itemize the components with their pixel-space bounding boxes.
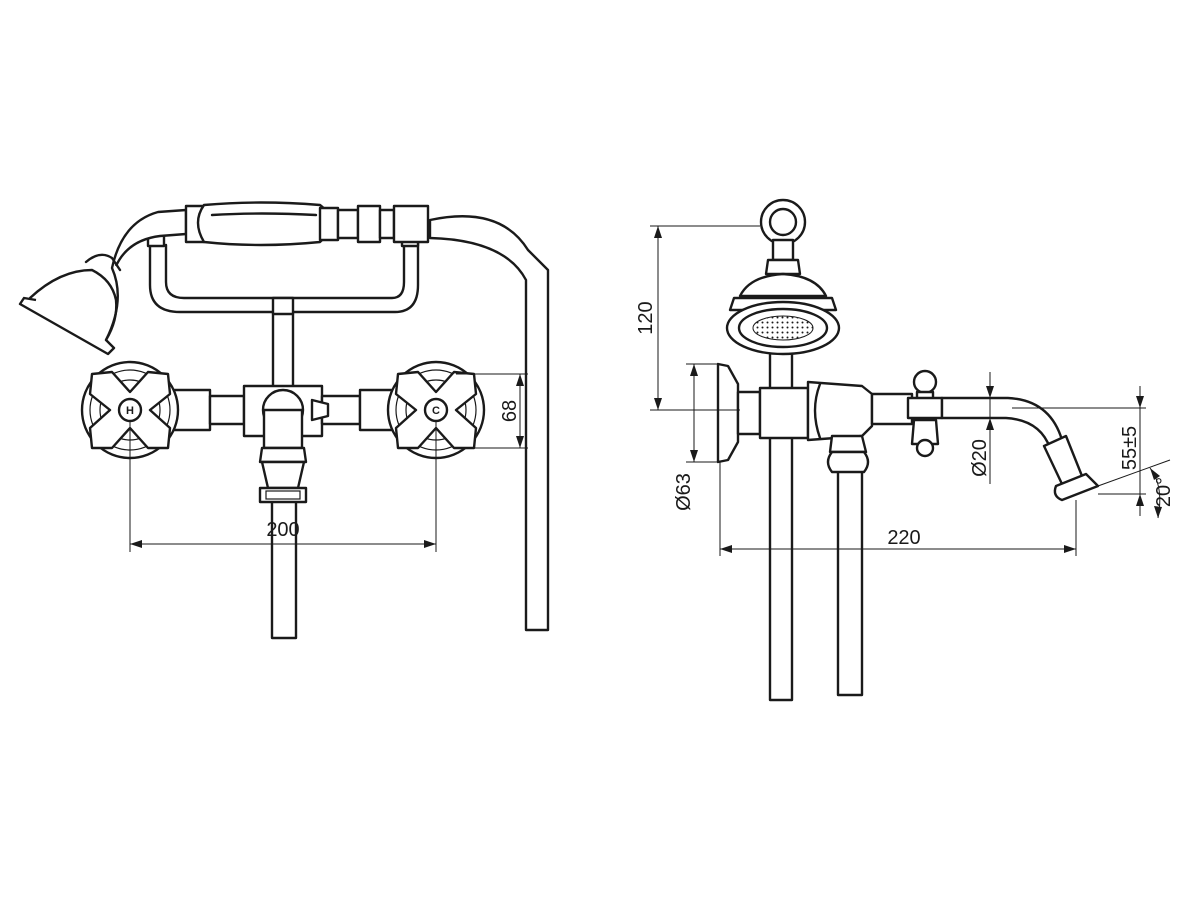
wall-flange — [716, 362, 762, 464]
front-view: H C 200 68 — [18, 201, 550, 640]
dimension-55: 55±5 — [1012, 386, 1146, 516]
side-view: 120 Ø63 220 Ø20 — [635, 198, 1175, 702]
side-tap-handle[interactable] — [906, 369, 944, 458]
dimension-diameter-20: Ø20 — [969, 372, 1004, 484]
cold-tap-handle[interactable]: C — [386, 360, 486, 460]
dimension-label-220: 220 — [887, 527, 920, 549]
dimension-label-68: 68 — [499, 400, 521, 422]
dimension-200: 200 — [129, 420, 437, 552]
dimension-68: 68 — [456, 373, 528, 449]
handset-hook — [759, 198, 807, 276]
dimension-120: 120 — [635, 225, 760, 411]
dimension-label-200: 200 — [266, 519, 299, 541]
dimension-220: 220 — [719, 462, 1077, 556]
hose-outlet — [258, 408, 308, 504]
handset-cradle — [146, 224, 420, 390]
dimension-label-diameter-20: Ø20 — [969, 439, 991, 477]
shower-handset — [18, 201, 430, 356]
bath-spout — [940, 396, 1100, 502]
shower-hose-right — [428, 215, 550, 632]
dimension-label-diameter-63: Ø63 — [673, 473, 695, 511]
side-mixer-body — [758, 380, 914, 474]
dimension-label-angle-20: 20° — [1153, 477, 1175, 507]
side-hose-right — [836, 468, 864, 697]
hot-label: H — [126, 405, 134, 417]
cold-label: C — [432, 405, 440, 417]
dimension-angle-20: 20° — [1097, 459, 1175, 519]
dimension-label-55: 55±5 — [1119, 426, 1141, 470]
dimension-label-120: 120 — [635, 301, 657, 334]
dimension-diameter-63: Ø63 — [673, 363, 720, 511]
shower-head — [725, 272, 841, 356]
